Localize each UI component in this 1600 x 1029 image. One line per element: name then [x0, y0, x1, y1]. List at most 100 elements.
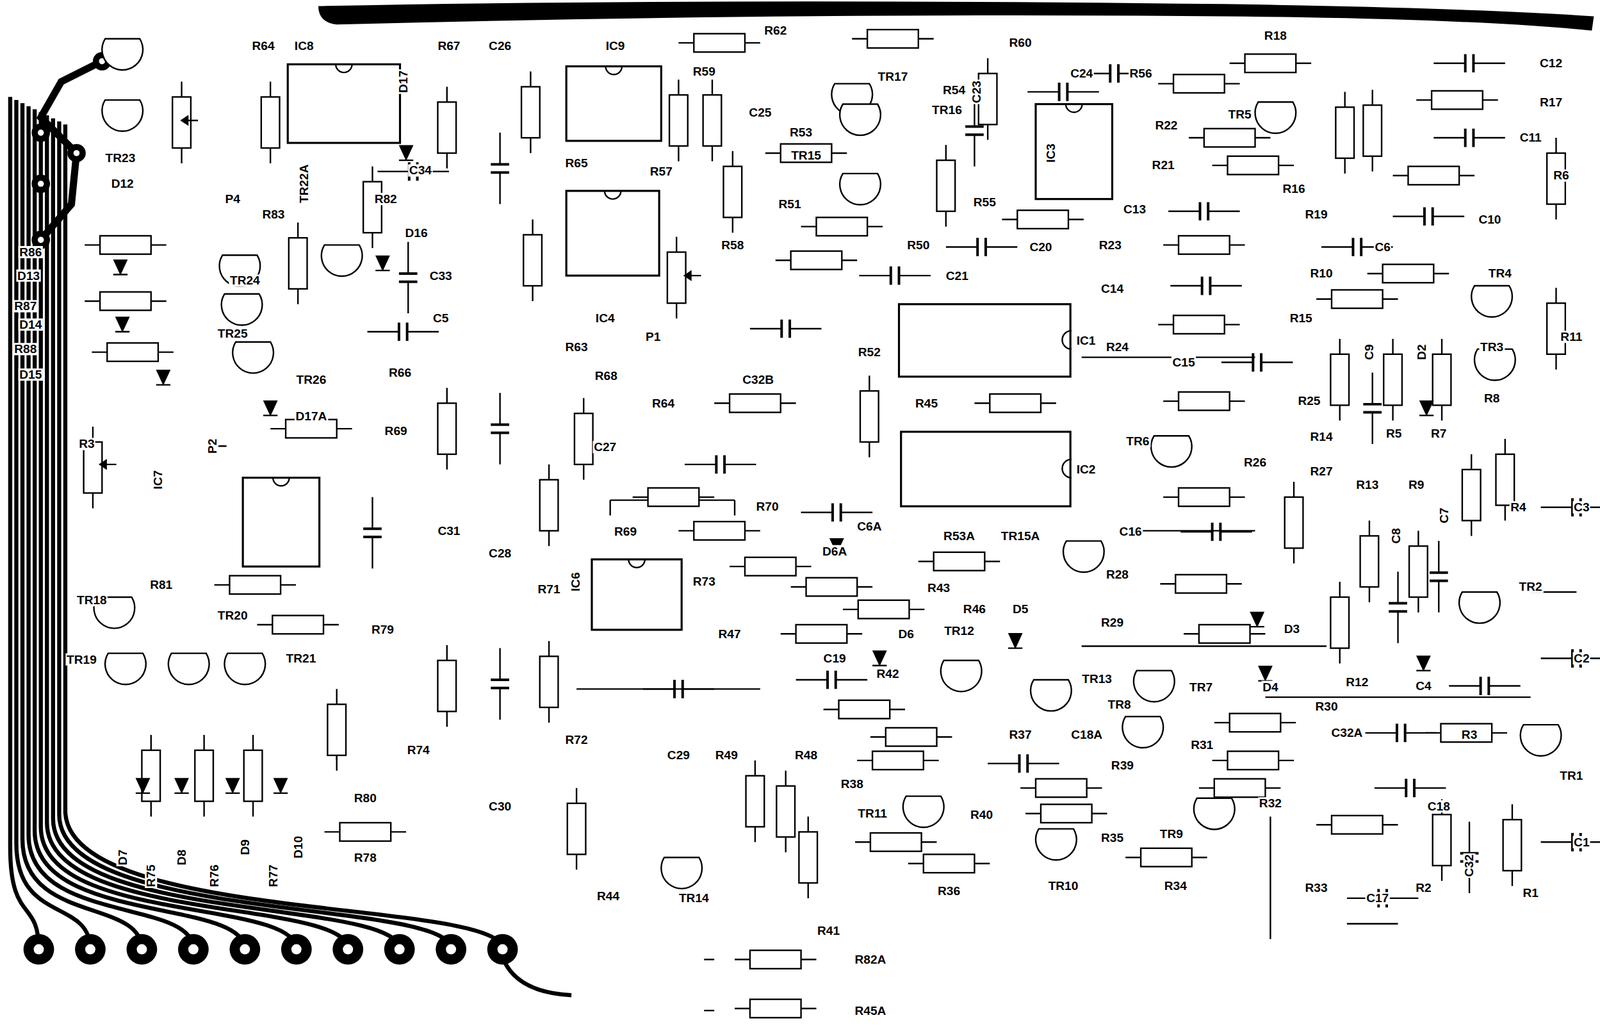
- diode-symbol: [135, 778, 150, 793]
- component-label: R55: [972, 195, 997, 209]
- component-label: R69: [612, 525, 638, 538]
- capacitor-symbol: [1393, 206, 1465, 226]
- resistor-body: [744, 557, 797, 576]
- component-label: R79: [370, 623, 395, 636]
- component-label: D2: [1415, 343, 1428, 362]
- resistor-symbol: [798, 816, 818, 898]
- component-label: R29: [1099, 616, 1125, 629]
- resistor-body: [669, 94, 688, 147]
- resistor-body: [99, 235, 152, 255]
- component-label: D8: [175, 848, 188, 866]
- component-label: C17: [1365, 891, 1390, 904]
- component-label: R19: [1304, 208, 1329, 221]
- resistor-symbol: [734, 949, 817, 969]
- resistor-symbol: [765, 144, 847, 163]
- resistor-symbol: [734, 999, 817, 1018]
- component-label: TR14: [677, 891, 710, 904]
- resistor-symbol: [1212, 751, 1294, 770]
- resistor-symbol: [521, 71, 540, 154]
- resistor-body: [798, 831, 818, 883]
- capacitor-leads: [946, 245, 1018, 248]
- wire: [1081, 356, 1256, 358]
- component-label: TR26: [295, 373, 328, 386]
- component-label: R53: [788, 126, 813, 139]
- solder-pad: [384, 933, 416, 965]
- resistor-body: [539, 479, 559, 531]
- wire: [703, 1009, 715, 1011]
- component-label: R73: [691, 575, 717, 588]
- capacitor-symbol: [1429, 540, 1449, 613]
- resistor-symbol: [1163, 391, 1245, 411]
- component-label: R52: [857, 345, 882, 359]
- component-label: R69: [383, 424, 409, 437]
- solder-pad: [229, 933, 261, 965]
- component-label: R9: [1407, 478, 1426, 491]
- component-label: C18A: [1070, 728, 1104, 741]
- resistor-body: [523, 234, 542, 286]
- resistor-symbol: [823, 700, 906, 719]
- resistor-body: [1409, 545, 1428, 597]
- resistor-symbol: [678, 33, 760, 53]
- capacitor-symbol: [1221, 352, 1294, 372]
- capacitor-plates: [1388, 603, 1408, 612]
- resistor-symbol: [91, 342, 173, 362]
- ic-notch: [1065, 103, 1082, 113]
- resistor-symbol: [1229, 53, 1312, 73]
- resistor-symbol: [974, 393, 1056, 413]
- capacitor-plates: [399, 322, 408, 341]
- component-label: R44: [595, 889, 621, 902]
- component-label: R35: [1099, 831, 1125, 844]
- component-label: R3: [1460, 728, 1479, 741]
- resistor-body: [693, 521, 745, 540]
- ic-notch: [272, 477, 289, 487]
- resistor-symbol: [523, 219, 542, 302]
- resistor-symbol: [1163, 488, 1245, 507]
- resistor-symbol: [1432, 338, 1452, 421]
- resistor-body: [437, 402, 457, 455]
- capacitor-plates: [965, 126, 984, 136]
- resistor-symbol: [288, 222, 308, 304]
- component-label: R2: [1414, 881, 1433, 894]
- component-label: R38: [839, 777, 865, 790]
- pad-hole: [85, 944, 96, 955]
- component-label: C32A: [1330, 726, 1364, 739]
- capacitor-symbol: [490, 648, 510, 720]
- resistor-symbol: [776, 770, 795, 852]
- resistor-body: [703, 94, 722, 147]
- resistor-body: [1035, 778, 1087, 798]
- resistor-body: [521, 86, 540, 138]
- resistor-symbol: [1199, 778, 1281, 798]
- solder-pad: [178, 933, 209, 965]
- resistor-body: [340, 822, 392, 841]
- capacitor-plates: [1405, 778, 1415, 798]
- capacitor-plates: [890, 266, 900, 286]
- transistor-outline: [903, 796, 945, 828]
- diode-symbol: [1419, 400, 1434, 416]
- resistor-body: [648, 488, 700, 507]
- wiper-arrow: [99, 459, 116, 469]
- component-label: TR13: [1081, 672, 1114, 685]
- capacitor-symbol: [1460, 821, 1479, 893]
- transistor-outline: [661, 857, 703, 889]
- resistor-symbol: [1360, 520, 1380, 602]
- capacitor-plates: [490, 424, 510, 433]
- resistor-symbol: [667, 236, 686, 319]
- transistor-outline: [1122, 716, 1164, 748]
- resistor-body: [796, 624, 848, 644]
- capacitor-plates: [832, 502, 841, 522]
- component-label: R3: [78, 437, 97, 450]
- resistors: [83, 29, 1566, 1018]
- capacitor-symbol: [1433, 128, 1506, 148]
- component-label: R54: [941, 83, 966, 97]
- capacitor-leads: [1168, 210, 1241, 213]
- component-label: R21: [1151, 159, 1176, 172]
- component-label: TR15: [790, 149, 823, 162]
- solder-pad: [31, 123, 50, 143]
- wire: [609, 500, 611, 516]
- resistor-body: [1175, 574, 1227, 594]
- component-label: R81: [149, 578, 174, 591]
- resistor-symbol: [1546, 287, 1566, 369]
- component-label: R60: [1008, 36, 1033, 49]
- capacitor-plates: [1465, 128, 1474, 148]
- copper-band: [318, 1, 1594, 31]
